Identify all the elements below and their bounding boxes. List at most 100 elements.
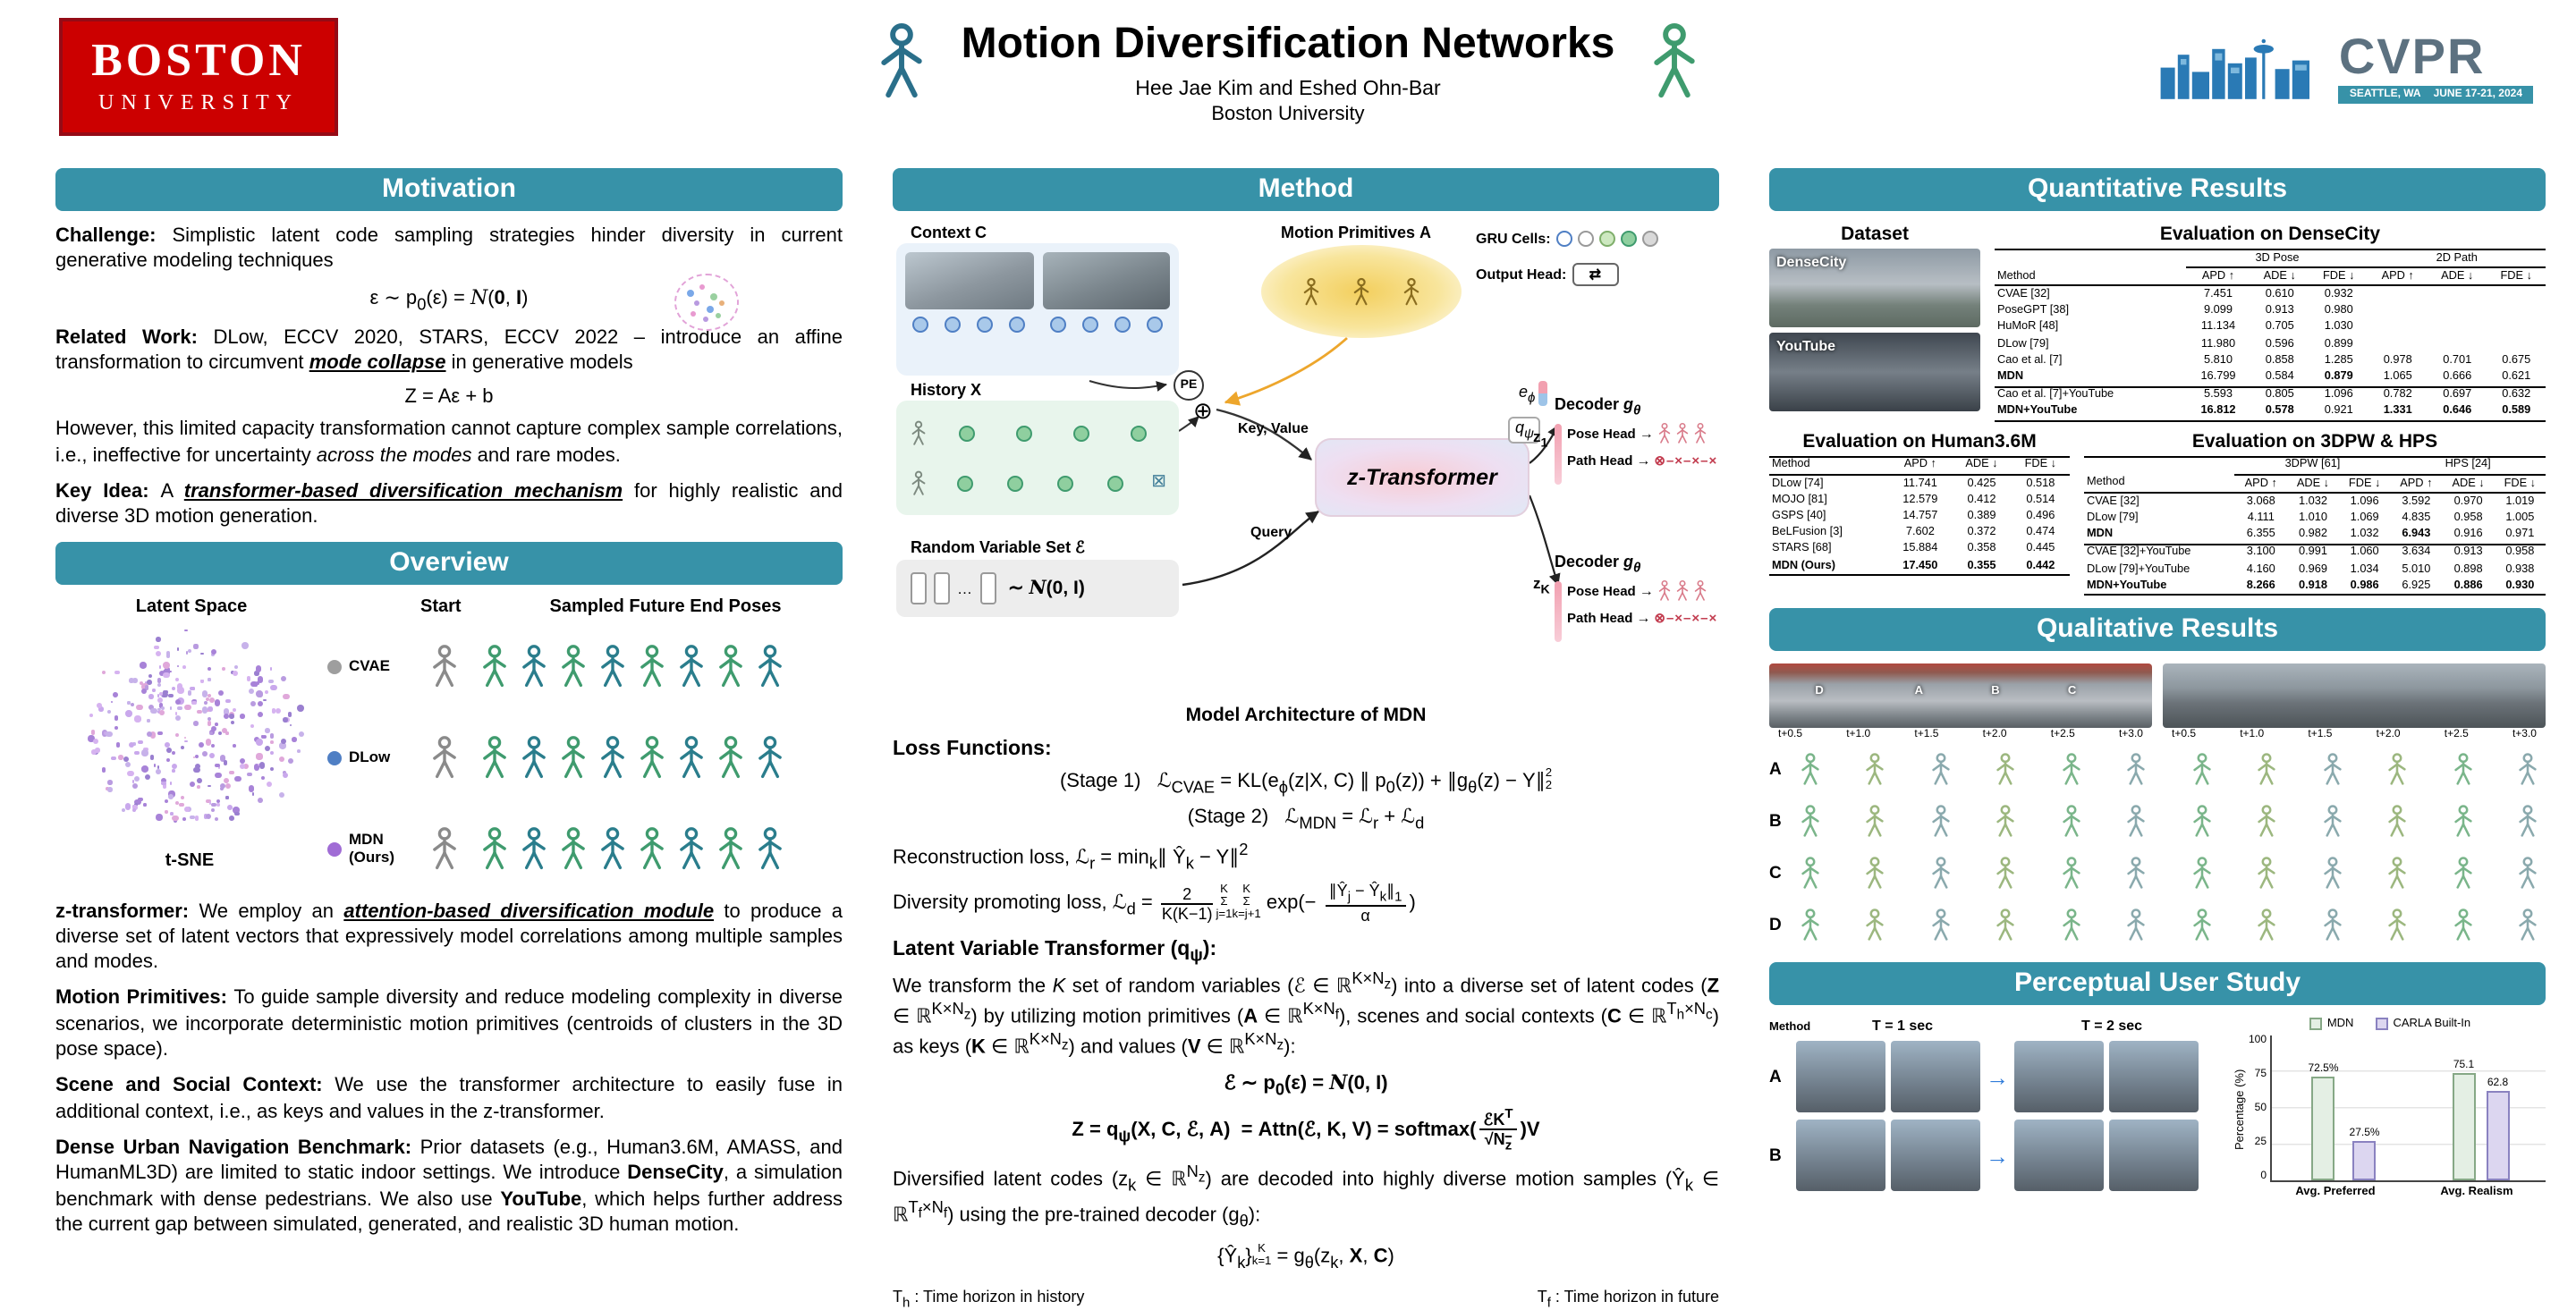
value-cell: 1.060 — [2350, 545, 2379, 559]
value-cell: 0.805 — [2265, 388, 2294, 401]
arrow-right-icon: → — [1639, 582, 1654, 599]
text-segment: We employ an — [199, 900, 344, 923]
text-segment: YouTube — [500, 1188, 582, 1211]
method-section-header: Method — [893, 168, 1719, 211]
column-header: APD ↑ — [2390, 475, 2443, 494]
tsne-point — [254, 683, 258, 687]
tsne-point — [269, 740, 274, 744]
query-label: Query — [1250, 524, 1292, 540]
tsne-point — [207, 667, 211, 672]
tsne-point — [229, 770, 234, 775]
title-center: Motion Diversification Networks Hee Jae … — [962, 20, 1615, 126]
pose-icon — [2453, 909, 2471, 942]
text-segment: Motion Primitives: — [55, 987, 234, 1010]
value-cell — [2428, 303, 2487, 319]
tsne-point — [208, 731, 214, 736]
tsne-point — [206, 709, 209, 713]
tsne-point — [239, 757, 246, 765]
gru-cell-history2-icon — [1620, 231, 1637, 247]
pose-icon — [2062, 909, 2080, 942]
row-label: B — [1769, 1145, 1782, 1166]
gru-cell-icon — [1009, 317, 1026, 333]
gru-cells-legend: GRU Cells: — [1476, 231, 1658, 247]
t2-label: T = 2 sec — [2080, 1018, 2143, 1035]
tsne-point — [262, 734, 267, 739]
value-cell: 0.442 — [2026, 559, 2055, 572]
tsne-point — [161, 781, 166, 786]
context-column — [1042, 252, 1170, 367]
pose-icon — [2192, 753, 2211, 786]
tsne-point — [232, 671, 238, 677]
tsne-point — [229, 714, 234, 719]
row-label: A — [1769, 1067, 1782, 1087]
tsne-point — [117, 755, 123, 761]
tsne-point — [219, 755, 226, 762]
pose-sequence-strip — [1792, 908, 2546, 945]
group-header: 2D Path — [2368, 249, 2546, 269]
tsne-point — [161, 691, 168, 698]
value-cell: 1.034 — [2350, 562, 2379, 576]
tsne-point — [88, 735, 95, 743]
column-header: APD ↑ — [2368, 267, 2428, 287]
pose-icon — [2258, 909, 2276, 942]
value-cell: 0.584 — [2250, 368, 2310, 387]
bar-wrap: 62.8 — [2486, 1036, 2510, 1181]
cvpr-location-strip: SEATTLE, WA JUNE 17-21, 2024 — [2338, 86, 2533, 104]
tsne-point — [232, 806, 240, 814]
pose-icon — [562, 735, 585, 778]
method-cell: CVAE [32] — [1997, 287, 2050, 300]
tsne-point — [138, 740, 142, 745]
pose-icon — [2519, 909, 2537, 942]
output-head-legend: Output Head: ⇄ — [1476, 263, 1619, 286]
tsne-point — [168, 793, 174, 799]
decode-text: Diversified latent codes (zk ∈ ℝNz) are … — [893, 1162, 1719, 1230]
tsne-point — [183, 806, 190, 812]
tsne-point — [221, 727, 227, 733]
gru-cell-row — [939, 425, 1166, 441]
tsne-point — [275, 708, 282, 714]
tsne-point — [207, 721, 211, 726]
path-output-icon: ⊗–×–×–× — [1654, 452, 1718, 469]
skeleton-icon — [872, 21, 933, 104]
tsne-point — [110, 700, 114, 704]
pose-icon — [601, 735, 624, 778]
history-row: ⊠ — [909, 469, 1166, 496]
tsne-point — [190, 815, 195, 819]
tsne-point — [256, 753, 263, 759]
scene-thumbnail — [1042, 252, 1170, 309]
pose-sample-icon — [1677, 579, 1689, 601]
tsne-point — [280, 738, 286, 744]
tsne-point — [257, 676, 264, 683]
reconstruction-loss-equation: Reconstruction loss, ℒr = mink∥ Ŷk − Y∥2 — [893, 841, 1249, 874]
pose-icon — [2062, 857, 2080, 890]
pose-icon — [2323, 753, 2341, 786]
tsne-point — [196, 778, 202, 784]
tsne-point — [132, 678, 139, 683]
column-header: ADE ↓ — [1952, 456, 2012, 477]
tsne-point — [114, 715, 119, 722]
pose-output-strip — [1657, 579, 1709, 603]
progress-arrow-icon: → — [1986, 1063, 2009, 1091]
pose-icon — [2258, 857, 2276, 890]
pose-icon — [2062, 805, 2080, 838]
pose-icon — [1997, 805, 2015, 838]
tsne-point — [179, 802, 184, 807]
tsne-point — [217, 731, 223, 736]
value-cell: 0.978 — [2383, 353, 2412, 367]
decoder-label: Decoder gθ — [1555, 553, 1641, 576]
tsne-point — [158, 665, 162, 669]
pose-sample-icon — [1677, 422, 1689, 444]
method-cell: CVAE [32] — [2087, 494, 2140, 508]
tsne-point — [205, 813, 211, 819]
pose-icon — [2388, 857, 2406, 890]
arrow-right-icon: → — [1636, 609, 1651, 626]
primitive-pose-icon — [1353, 276, 1369, 305]
text-segment: transformer-based diversification mechan… — [183, 480, 623, 503]
plot-area: 72.5% 27.5% 75.1 — [2270, 1035, 2546, 1183]
tsne-point — [92, 738, 99, 745]
overview-figure: Latent Space Start Sampled Future End Po… — [55, 596, 843, 893]
bar-value-label: 75.1 — [2453, 1060, 2475, 1071]
tsne-point — [195, 763, 201, 769]
tsne-point — [128, 678, 134, 684]
